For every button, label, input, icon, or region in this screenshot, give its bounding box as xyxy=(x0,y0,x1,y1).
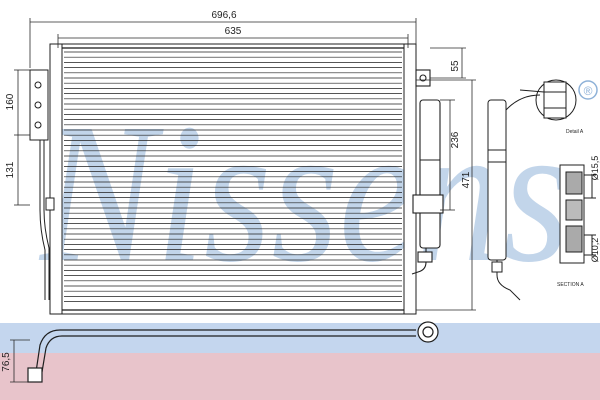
dimension-lines xyxy=(10,18,476,383)
dimension-labels: 696,6 635 55 236 471 160 131 76,5 xyxy=(1,10,472,372)
outlet-pipe xyxy=(27,321,439,383)
registered-mark-icon: ® xyxy=(578,80,598,100)
dim-overall-width: 696,6 xyxy=(211,10,236,21)
receiver-drier xyxy=(411,69,444,275)
dim-diameter-small: Ø10,2 xyxy=(590,238,600,263)
side-view xyxy=(487,94,541,301)
dim-drier-height: 236 xyxy=(450,131,461,148)
left-bracket xyxy=(29,69,55,300)
dim-diameter-large: Ø15,5 xyxy=(590,156,600,181)
dim-pipe-height: 76,5 xyxy=(1,352,12,372)
watermark-band xyxy=(0,323,600,353)
section-a xyxy=(559,164,596,264)
detail-label: Detail A xyxy=(566,129,584,135)
dim-left-upper: 160 xyxy=(5,93,16,110)
dim-core-width: 635 xyxy=(225,26,242,37)
footer-band xyxy=(0,353,600,400)
section-label: SECTION A xyxy=(557,282,584,288)
svg-text:®: ® xyxy=(584,84,593,98)
dim-top-offset: 55 xyxy=(450,60,461,72)
dim-core-height: 471 xyxy=(461,171,472,188)
detail-a xyxy=(519,79,577,121)
condenser-fins xyxy=(64,51,402,302)
condenser-core xyxy=(49,43,417,315)
dim-left-lower: 131 xyxy=(5,161,16,178)
